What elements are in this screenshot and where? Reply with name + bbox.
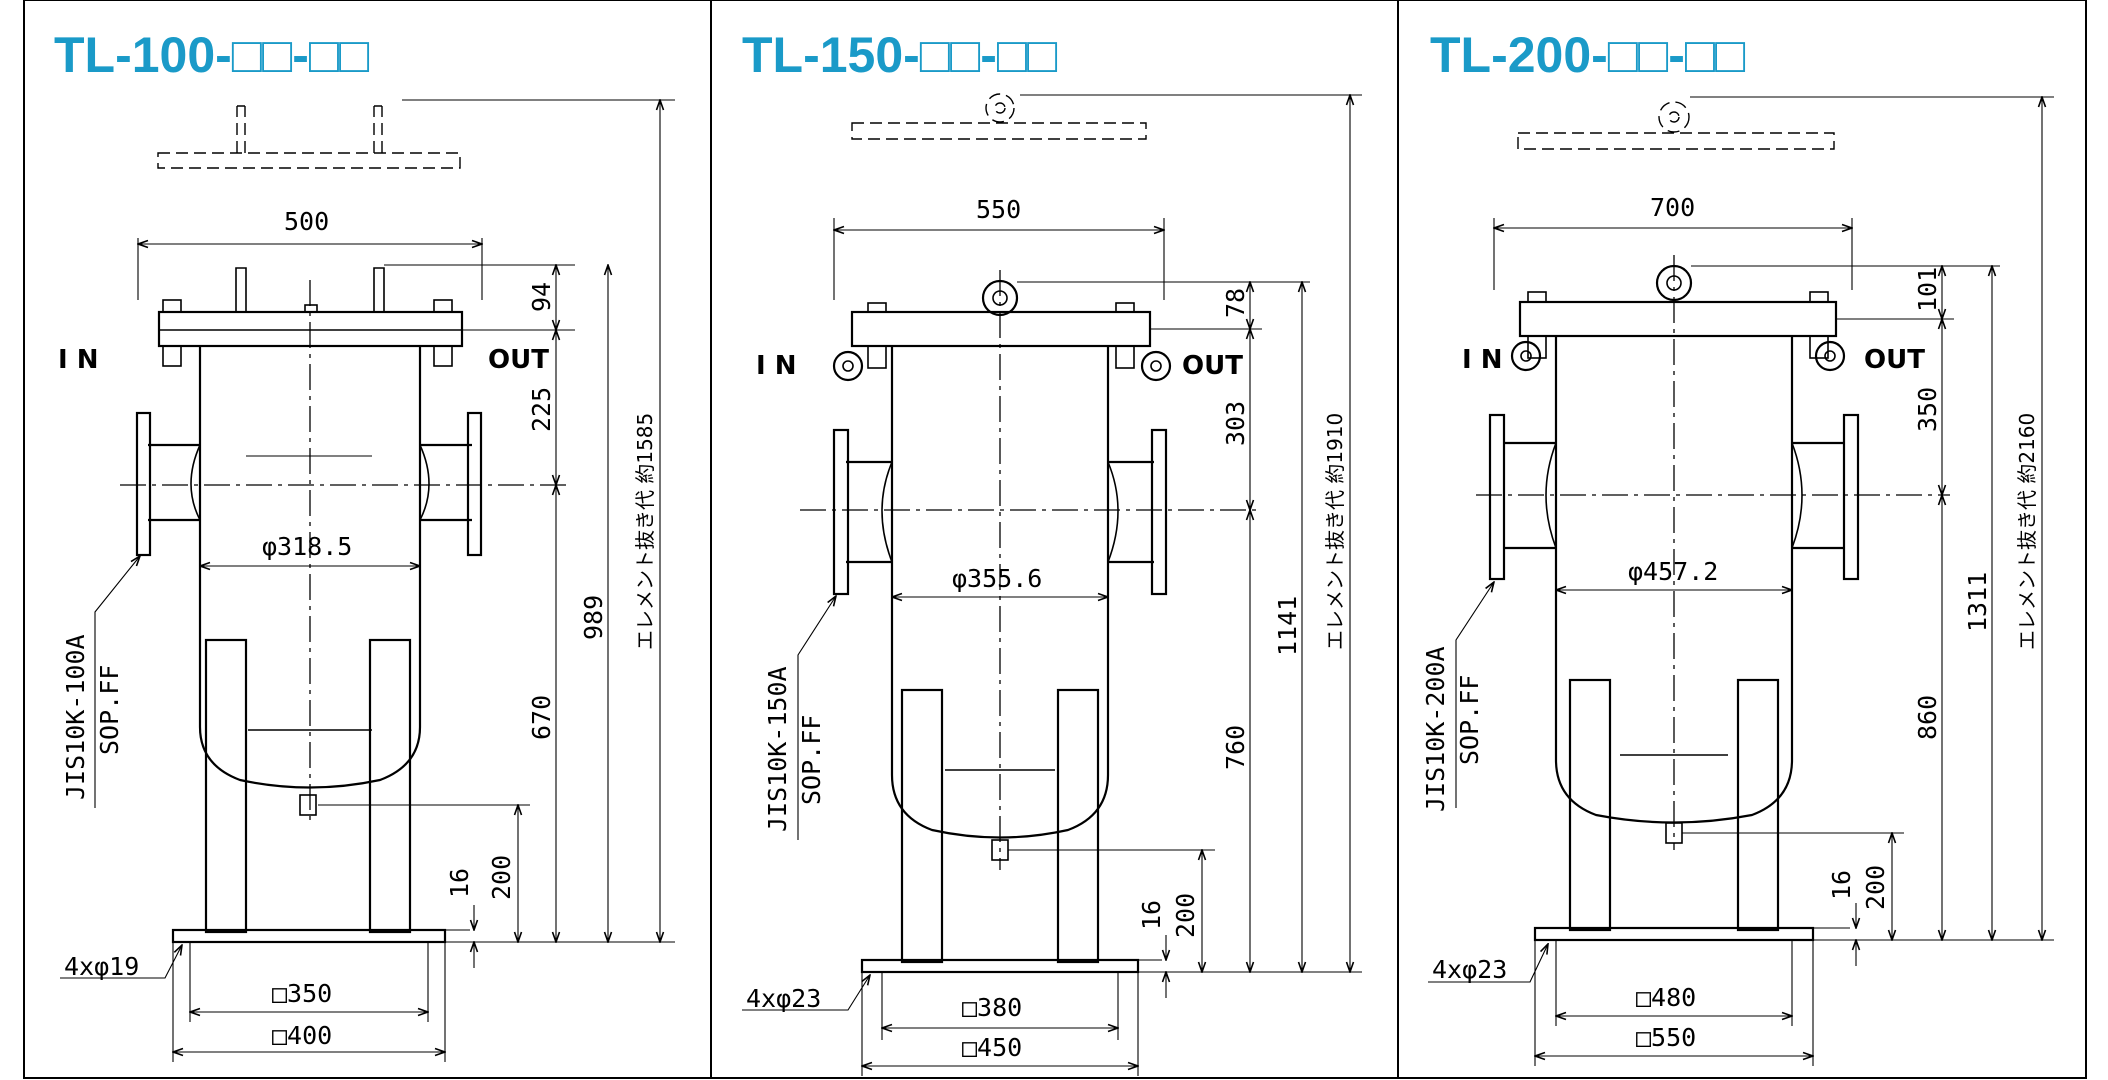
flange-spec-label: JIS10K-100A [61, 634, 90, 800]
nozzle-weld [1545, 442, 1803, 549]
base-plate [171, 928, 447, 944]
dim-base-inner: □480 [1636, 983, 1696, 1012]
dim-diameter: φ457.2 [1628, 557, 1718, 586]
support-leg [1056, 688, 1100, 964]
nozzle-weld [190, 444, 430, 521]
removal-eye-outline [1658, 101, 1690, 133]
flange-finish-label: SOP.FF [1455, 675, 1484, 765]
dim-removal-clearance: エレメント抜き代 約1910 [1323, 413, 1347, 650]
flange-spec-label: JIS10K-150A [763, 666, 792, 832]
removal-eye-outline [985, 93, 1015, 123]
top-cover [1518, 300, 1838, 338]
base-plate [1533, 926, 1815, 942]
dim-top-gap: 78 [1221, 288, 1250, 318]
flange-finish-label: SOP.FF [95, 665, 124, 755]
outlet-flange [1842, 413, 1860, 581]
dim-outlet-center: 670 [527, 695, 556, 740]
sheet-frame [23, 0, 2087, 1079]
dim-body-height: 1141 [1273, 596, 1302, 656]
dim-top-gap: 101 [1913, 267, 1942, 312]
dim-base-outer: □400 [272, 1021, 332, 1050]
support-leg [900, 688, 944, 964]
dim-base-outer: □550 [1636, 1023, 1696, 1052]
support-leg [204, 638, 248, 934]
dim-top-gap: 94 [527, 282, 556, 312]
dim-body-height: 989 [579, 595, 608, 640]
nozzle-pipe [148, 443, 472, 522]
nozzle-pipe [1504, 441, 1844, 550]
drain-plug [299, 794, 317, 816]
dim-base-thickness: 16 [445, 868, 474, 898]
dim-width: 550 [976, 195, 1021, 224]
dim-removal-clearance: エレメント抜き代 約2160 [2015, 413, 2039, 650]
outlet-label: OUT [1864, 345, 1925, 375]
support-leg [1568, 678, 1612, 932]
panel-tl-150: TL-150-□□-□□ 550 φ355.6 [742, 27, 1362, 1076]
dim-diameter: φ355.6 [952, 564, 1042, 593]
panel-tl-200: TL-200-□□-□□ 700 φ457.2 [1421, 27, 2054, 1066]
dim-inlet-height: 225 [527, 387, 556, 432]
dim-width: 700 [1650, 193, 1695, 222]
bolt-holes-label: 4xφ23 [746, 984, 821, 1013]
outlet-label: OUT [1182, 351, 1243, 381]
dim-drain-height: 200 [1861, 865, 1890, 910]
model-title: TL-200-□□-□□ [1430, 27, 1746, 83]
dim-body-height: 1311 [1963, 572, 1992, 632]
lifting-handle [235, 267, 385, 312]
bolt-holes-label: 4xφ19 [64, 952, 139, 981]
panel-tl-100: TL-100-□□-□□ 500 φ318. [54, 27, 675, 1062]
flange-finish-label: SOP.FF [797, 715, 826, 805]
outlet-label: OUT [488, 345, 549, 375]
removal-handle-outline [236, 105, 246, 153]
dim-base-inner: □380 [962, 993, 1022, 1022]
removal-cover-outline [1517, 132, 1835, 150]
base-plate [860, 958, 1140, 974]
inlet-label: I N [756, 351, 797, 381]
dim-base-thickness: 16 [1137, 900, 1166, 930]
inlet-label: I N [58, 345, 99, 375]
dim-outlet-center: 860 [1913, 695, 1942, 740]
nozzle-weld [881, 461, 1119, 563]
dim-drain-height: 200 [1171, 893, 1200, 938]
inlet-flange [1488, 413, 1506, 581]
dim-diameter: φ318.5 [262, 532, 352, 561]
dim-width: 500 [284, 207, 329, 236]
flange-spec-label: JIS10K-200A [1421, 646, 1450, 812]
model-title: TL-150-□□-□□ [742, 27, 1058, 83]
outlet-flange [466, 411, 483, 557]
removal-handle-outline [373, 105, 383, 153]
dim-base-outer: □450 [962, 1033, 1022, 1062]
inlet-flange [832, 428, 850, 596]
inlet-label: I N [1462, 345, 1503, 375]
inlet-flange [135, 411, 152, 557]
bolt-holes-label: 4xφ23 [1432, 955, 1507, 984]
dim-removal-clearance: エレメント抜き代 約1585 [633, 413, 657, 650]
support-leg [368, 638, 412, 934]
support-leg [1736, 678, 1780, 932]
dim-outlet-center: 760 [1221, 725, 1250, 770]
nozzle-pipe [846, 460, 1154, 564]
removal-cover-outline [157, 152, 461, 169]
removal-cover-outline [851, 122, 1147, 140]
outlet-flange [1150, 428, 1168, 596]
dim-base-inner: □350 [272, 979, 332, 1008]
dim-inlet-height: 303 [1221, 401, 1250, 446]
dim-base-thickness: 16 [1827, 870, 1856, 900]
dim-drain-height: 200 [487, 855, 516, 900]
model-title: TL-100-□□-□□ [54, 27, 370, 83]
dim-inlet-height: 350 [1913, 387, 1942, 432]
top-cover [850, 310, 1152, 348]
